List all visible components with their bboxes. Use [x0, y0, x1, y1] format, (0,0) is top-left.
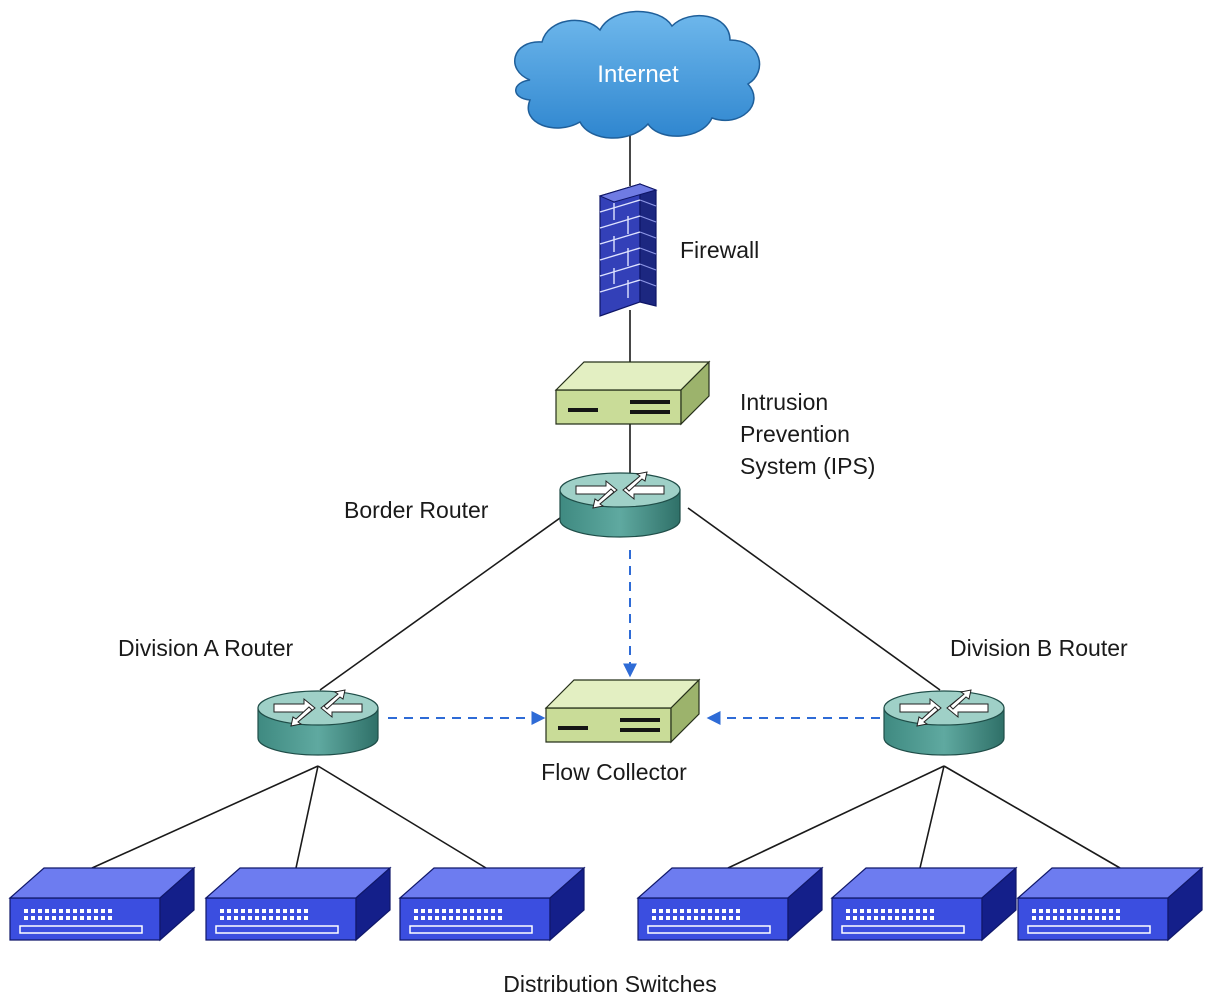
switch-icon — [637, 867, 823, 941]
border-router-label: Border Router — [344, 497, 489, 523]
link-division-b-switch-3 — [943, 765, 1121, 869]
ips-label-line-1: Intrusion — [740, 389, 828, 415]
switch-icon — [9, 867, 195, 941]
firewall-label: Firewall — [680, 237, 759, 263]
distribution-switches: Distribution Switches — [9, 867, 1203, 997]
distribution-switches-label: Distribution Switches — [503, 971, 716, 997]
link-border-division-a — [319, 507, 575, 691]
division-b-router-node: Division B Router — [883, 635, 1128, 756]
ips-node: Intrusion Prevention System (IPS) — [555, 361, 875, 479]
switch-icon — [831, 867, 1017, 941]
switch-icon — [1017, 867, 1203, 941]
router-icon — [559, 471, 681, 538]
border-router-node: Border Router — [344, 471, 681, 538]
brick-wall-icon — [598, 183, 658, 317]
router-icon — [883, 689, 1005, 756]
link-division-a-switch-3 — [317, 765, 487, 869]
link-border-division-b — [687, 507, 941, 691]
firewall-node: Firewall — [598, 183, 759, 317]
ips-label-line-2: Prevention — [740, 421, 850, 447]
flow-links — [388, 550, 880, 725]
cloud-icon — [514, 10, 761, 139]
internet-label: Internet — [597, 61, 679, 88]
link-division-b-switch-1 — [727, 765, 945, 869]
links — [91, 128, 1121, 869]
division-a-router-node: Division A Router — [118, 635, 379, 756]
link-division-a-switch-1 — [91, 765, 319, 869]
appliance-icon — [545, 679, 700, 743]
division-b-router-label: Division B Router — [950, 635, 1128, 661]
internet-cloud: Internet — [514, 10, 761, 139]
ips-label: Intrusion Prevention System (IPS) — [740, 389, 875, 479]
switch-icon — [205, 867, 391, 941]
ips-label-line-3: System (IPS) — [740, 453, 875, 479]
flow-collector-label: Flow Collector — [541, 759, 687, 785]
link-division-b-switch-2 — [919, 765, 945, 869]
switch-icon — [399, 867, 585, 941]
flow-collector-node: Flow Collector — [541, 679, 700, 785]
router-icon — [257, 689, 379, 756]
link-division-a-switch-2 — [295, 765, 319, 869]
appliance-icon — [555, 361, 710, 425]
division-a-router-label: Division A Router — [118, 635, 293, 661]
